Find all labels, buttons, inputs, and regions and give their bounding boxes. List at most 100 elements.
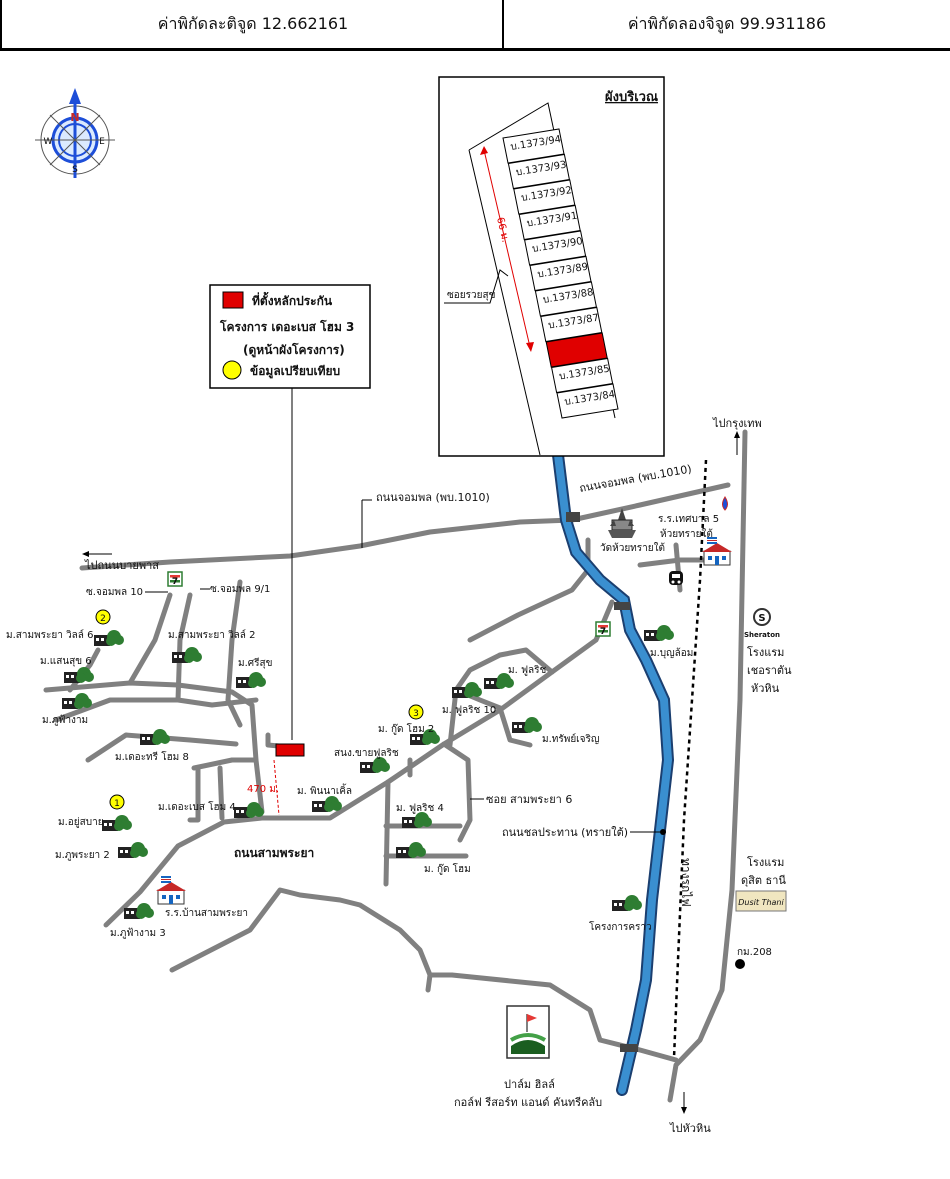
place-fullrich: ม. ฟูลริช <box>508 665 547 676</box>
plot-cell <box>507 153 570 190</box>
road-jompol <box>79 482 731 571</box>
house-icon <box>644 625 674 641</box>
legend-box: ที่ตั้งหลักประกัน โครงการ เดอะเบส โฮม 3 … <box>209 284 371 740</box>
place-school-sam-phraya: ร.ร.บ้านสามพระยา <box>165 907 248 919</box>
bridge-south <box>620 1044 638 1052</box>
seven-eleven-icon <box>167 571 183 588</box>
plot-cell <box>534 281 597 317</box>
place-health-center: สนง.ขายฟูลริช <box>334 748 399 759</box>
road-jompol-right-label: ถนนจอมพล (พบ.1010) <box>578 462 692 495</box>
fuel-icon <box>722 496 728 511</box>
plot-cell <box>551 357 614 394</box>
longitude-label: ค่าพิกัดลองจิจูด 99.931186 <box>502 0 950 48</box>
place-phufah-ngam-3: ม.ภูฟ้างาม 3 <box>110 927 166 939</box>
plot-cell <box>502 128 565 164</box>
road-sam-phraya <box>103 599 615 928</box>
comparable-marker-2-label: 2 <box>100 614 106 624</box>
place-bun-lom: ม.บุญล้อม <box>650 647 693 659</box>
site-plan-soi: ซอยรวยสุข <box>447 290 495 301</box>
compass-rose: N S E W <box>35 88 115 178</box>
bridge-jompol <box>566 512 580 522</box>
temple-icon <box>608 508 636 538</box>
place-school-tessaban-1: ร.ร.เทศบาล 5 <box>658 514 719 525</box>
compass-s: S <box>72 165 78 175</box>
compass-w: W <box>44 137 53 147</box>
to-bypass-label: ไปถนนบายพาส <box>84 559 159 572</box>
house-icon <box>402 812 432 828</box>
place-sam-phraya-villa-6: ม.สามพระยา วิลล์ 6 <box>6 629 93 641</box>
place-yu-sabai: ม.อยู่สบาย <box>58 817 104 828</box>
place-pinnacle: ม. พินนาเคิ้ล <box>297 783 352 797</box>
place-fullrich-10: ม. ฟูลริช 10 <box>442 705 496 716</box>
plot-cell <box>524 230 587 266</box>
place-phu-phraya-2: ม.ภูพระยา 2 <box>55 850 110 861</box>
place-good-home-2: ม. กู๊ด โฮม 2 <box>378 722 434 735</box>
compass-e: E <box>99 137 105 147</box>
house-icon <box>312 796 342 812</box>
plot-cell <box>556 383 619 419</box>
house-icon <box>236 672 266 688</box>
bridge-sam-phraya <box>614 602 630 610</box>
site-plan-title: ผังบริเวณ <box>605 90 658 105</box>
sheraton-logo-icon: S <box>753 608 771 626</box>
plot-cell <box>529 255 592 292</box>
coordinate-header: ค่าพิกัดละติจูด 12.662161 ค่าพิกัดลองจิจ… <box>0 0 950 51</box>
collateral-swatch <box>222 291 244 309</box>
km-marker <box>735 959 745 969</box>
to-huahin-label: ไปหัวหิน <box>669 1122 711 1135</box>
school-icon <box>701 536 733 566</box>
seven-eleven-icon <box>595 621 611 638</box>
house-icon <box>102 815 132 831</box>
place-sheraton-3: หัวหิน <box>751 682 780 695</box>
place-sam-phraya-villa-2: ม.สามพระยา วิลล์ 2 <box>168 629 255 641</box>
legend-see-plan-label: (ดูหน้าผังโครงการ) <box>243 342 345 358</box>
place-dusit-2: ดุสิต ธานี <box>741 874 786 887</box>
palm-hills-logo-icon <box>506 1005 550 1059</box>
house-icon <box>612 895 642 911</box>
house-icon <box>172 647 202 663</box>
dusit-logo-icon <box>735 890 787 912</box>
place-the-tree-home-8: ม.เดอะทรี โฮม 8 <box>115 750 189 763</box>
place-the-base-home-4: ม.เดอะเบส โฮม 4 <box>158 800 236 813</box>
plot-cell <box>513 179 576 215</box>
road-highway <box>667 429 748 1103</box>
chon-prathan-label: ถนนชลประทาน (ทรายใต้) <box>502 826 628 839</box>
place-fullrich-4: ม. ฟูลริช 4 <box>396 803 444 814</box>
site-plan-box: ผังบริเวณ ซอยรวยสุข 66 ม. บ.1373/94บ.137… <box>438 76 665 457</box>
sam-phraya-road-label: ถนนสามพระยา <box>234 846 314 860</box>
collateral-plot[interactable] <box>545 332 608 368</box>
river <box>552 449 675 1096</box>
road-jompol-left-label: ถนนจอมพล (พบ.1010) <box>376 491 490 504</box>
house-icon <box>94 630 124 646</box>
place-saensuk-6: ม.แสนสุข 6 <box>40 656 92 667</box>
house-icon <box>452 682 482 698</box>
house-icon <box>396 842 426 858</box>
soi-sam-phraya-6-label: ซอย สามพระยา 6 <box>486 793 572 806</box>
legend-comparable-label: ข้อมูลเปรียบเทียบ <box>250 364 340 379</box>
railway-label: ทางรถไฟ <box>679 858 693 907</box>
plot-cell <box>518 204 581 241</box>
comparable-marker-1[interactable]: 1 <box>109 794 125 810</box>
soi-jompol-10-label: ซ.จอมพล 10 <box>86 587 143 598</box>
dusit-logo-text: Dusit Thani <box>738 898 784 907</box>
latitude-label: ค่าพิกัดละติจูด 12.662161 <box>0 0 504 48</box>
place-palm-hills-2: กอล์ฟ รีสอร์ท แอนด์ คันทรีคลับ <box>454 1096 602 1109</box>
place-crown-project: โครงการคราว <box>589 920 652 933</box>
place-palm-hills-1: ปาล์ม ฮิลล์ <box>504 1078 555 1091</box>
place-sheraton-1: โรงแรม <box>747 645 784 659</box>
comparable-marker-3[interactable]: 3 <box>408 704 424 720</box>
place-sapcharoen: ม.ทรัพย์เจริญ <box>542 733 599 745</box>
place-phufah-ngam: ม.ภูฟ้างาม <box>42 714 88 726</box>
to-bangkok-label: ไปกรุงเทพ <box>712 417 762 430</box>
school-icon <box>155 875 187 905</box>
legend-collateral-label: ที่ตั้งหลักประกัน <box>252 291 333 308</box>
sheraton-logo-text: Sheraton <box>744 631 780 639</box>
place-sheraton-2: เชอราตัน <box>747 664 792 677</box>
comparable-marker-2[interactable]: 2 <box>95 609 111 625</box>
collateral-marker[interactable] <box>275 743 305 757</box>
place-sri-suk: ม.ศรีสุข <box>238 657 272 669</box>
soi-jompol-9-1-label: ซ.จอมพล 9/1 <box>210 584 270 595</box>
place-school-tessaban-2: ห้วยทรายใต้ <box>660 528 713 540</box>
compass-n: N <box>70 111 79 124</box>
